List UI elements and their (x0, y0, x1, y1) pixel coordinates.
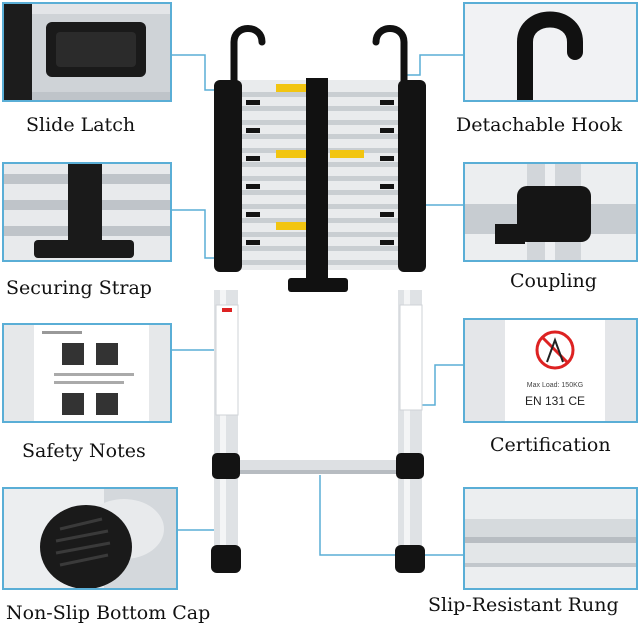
max-load-text: Max Load: 150KG (526, 382, 584, 389)
bottom-cap-label: Non-Slip Bottom Cap (6, 602, 211, 624)
detachable-hook-image (463, 2, 638, 102)
rung-illustration (465, 489, 636, 588)
coupling-label: Coupling (510, 270, 597, 292)
no-symbol-icon (535, 330, 575, 370)
securing-strap-illustration (4, 164, 170, 260)
securing-strap-image (2, 162, 172, 262)
slide-latch-illustration (4, 4, 170, 100)
safety-notes-label: Safety Notes (22, 440, 146, 462)
rung-label: Slip-Resistant Rung (428, 594, 619, 616)
slide-latch-label: Slide Latch (26, 114, 136, 136)
certification-illustration (465, 320, 636, 421)
coupling-illustration (465, 164, 636, 260)
rung-image (463, 487, 638, 590)
rung-stack (214, 78, 426, 292)
right-hook-icon (372, 25, 408, 94)
certification-label: Certification (490, 434, 611, 456)
safety-notes-image (2, 323, 172, 423)
hook-illustration (465, 4, 636, 100)
detachable-hook-label: Detachable Hook (456, 114, 623, 136)
bottom-cap-image (2, 487, 178, 590)
left-hook-icon (230, 25, 266, 94)
certification-image: Max Load: 150KG EN 131 CE (463, 318, 638, 423)
certification-standard: EN 131 CE (524, 394, 586, 408)
coupling-image (463, 162, 638, 262)
safety-notes-illustration (4, 325, 170, 421)
bottom-cap-illustration (4, 489, 176, 588)
slide-latch-image (2, 2, 172, 102)
securing-strap-label: Securing Strap (6, 277, 152, 299)
